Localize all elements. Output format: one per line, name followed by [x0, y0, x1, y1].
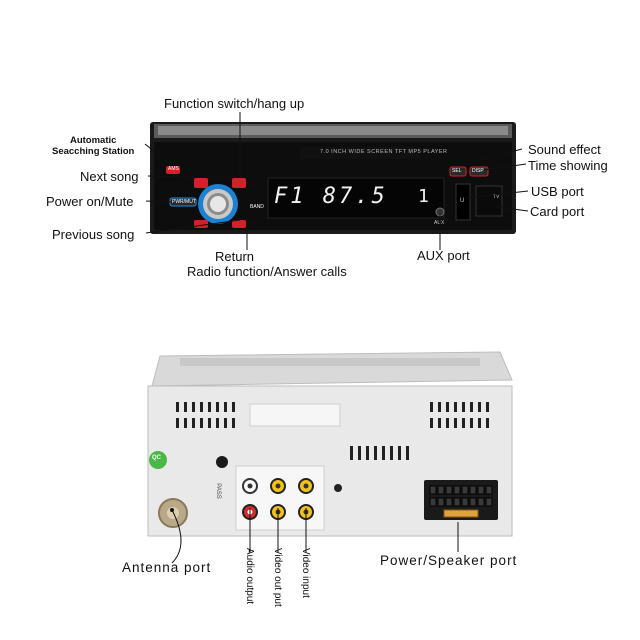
band-button[interactable]: BAND [250, 204, 264, 210]
qc-sticker: QC [152, 455, 161, 461]
label-power-mute: Power on/Mute [46, 194, 134, 209]
label-automatic-line1: Automatic [69, 135, 117, 146]
label-time-showing: Time showing [528, 158, 608, 173]
label-function-switch: Function switch/hang up [164, 96, 305, 111]
disp-button[interactable]: DISP [472, 168, 484, 174]
sel-button[interactable]: SEL [452, 168, 462, 174]
label-video-out-put: Video out put [272, 548, 283, 607]
label-sound-effect: Sound effect [528, 142, 601, 157]
display-suffix: 1 [418, 186, 429, 207]
label-return: Return [215, 249, 255, 264]
label-video-input: Video input [300, 548, 311, 598]
label-radio-function: Radio function/Answer calls [187, 264, 347, 279]
usb-port[interactable]: U [460, 198, 465, 204]
label-usb-port: USB port [531, 184, 584, 199]
head-unit-rear-panel: QC PASS [140, 346, 520, 546]
label-antenna-port: Antenna port [122, 560, 212, 575]
aux-port[interactable]: AUX [434, 220, 445, 226]
label-automatic-line2: Seacching Station [52, 146, 135, 157]
label-next-song: Next song [80, 169, 139, 184]
head-unit-front-panel: 7.0 INCH WIDE SCREEN TFT MP5 PLAYER AMS … [150, 120, 516, 236]
label-power-speaker-port: Power/Speaker port [380, 553, 518, 568]
label-card-port: Card port [530, 204, 585, 219]
label-aux-port: AUX port [417, 248, 470, 263]
pwr-mute-button[interactable]: PWR/MUT [172, 199, 196, 205]
display-readout: F1 87.5 [274, 184, 388, 209]
ams-button[interactable]: AMS [168, 166, 179, 172]
label-previous-song: Previous song [52, 227, 135, 242]
card-port[interactable]: TV [493, 194, 500, 200]
label-audio-output: Audio output [244, 548, 255, 605]
label-automatic-search: Automatic Seacching Station [52, 135, 134, 157]
model-text: 7.0 INCH WIDE SCREEN TFT MP5 PLAYER [320, 149, 448, 155]
